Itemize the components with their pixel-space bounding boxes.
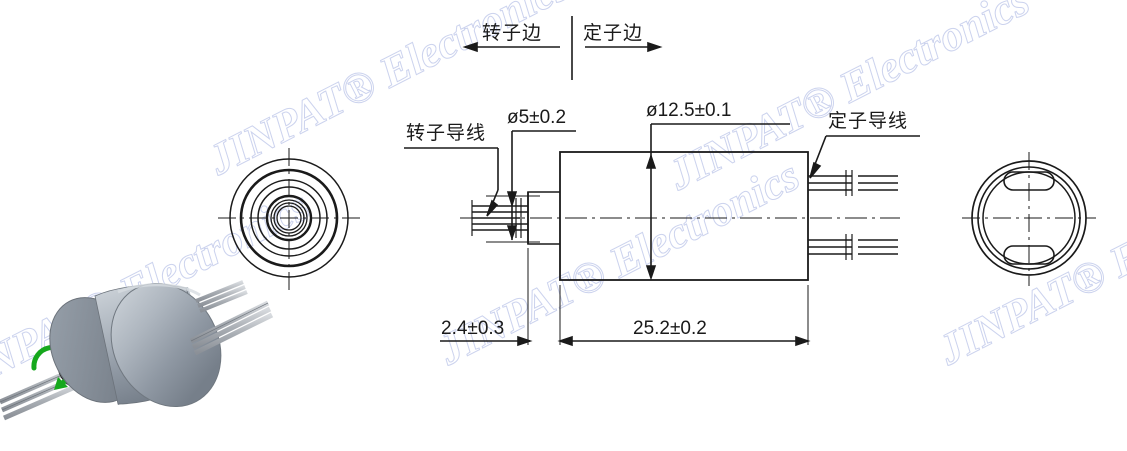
- stator-lead-label: 定子导线: [828, 111, 909, 132]
- shaft-diameter-label: ø5±0.2: [507, 107, 567, 128]
- rotor-side-label: 转子边: [482, 23, 543, 44]
- shaft-length-label: 2.4±0.3: [441, 318, 505, 339]
- stator-lead-leader: [809, 135, 920, 179]
- render-stator-wires: [189, 280, 274, 356]
- stator-side-label: 定子边: [583, 23, 644, 44]
- stator-lead-lines-upper: [808, 170, 898, 196]
- rotor-lead-label: 转子导线: [406, 123, 487, 144]
- body-length-label: 25.2±0.2: [633, 318, 707, 339]
- body-diameter-leader: [645, 123, 790, 281]
- length-dimensions: [440, 248, 811, 347]
- shaft-diameter-leader: [486, 130, 576, 243]
- body-diameter-label: ø12.5±0.1: [646, 100, 732, 121]
- orientation-arrows: [462, 16, 663, 80]
- rotor-end-view: [218, 148, 360, 290]
- side-section-view: [460, 151, 900, 281]
- stator-lead-lines-lower: [808, 234, 898, 260]
- rotor-lead-leader: [404, 147, 499, 217]
- stator-end-view: [962, 152, 1096, 286]
- rotor-lead-lines: [471, 198, 528, 238]
